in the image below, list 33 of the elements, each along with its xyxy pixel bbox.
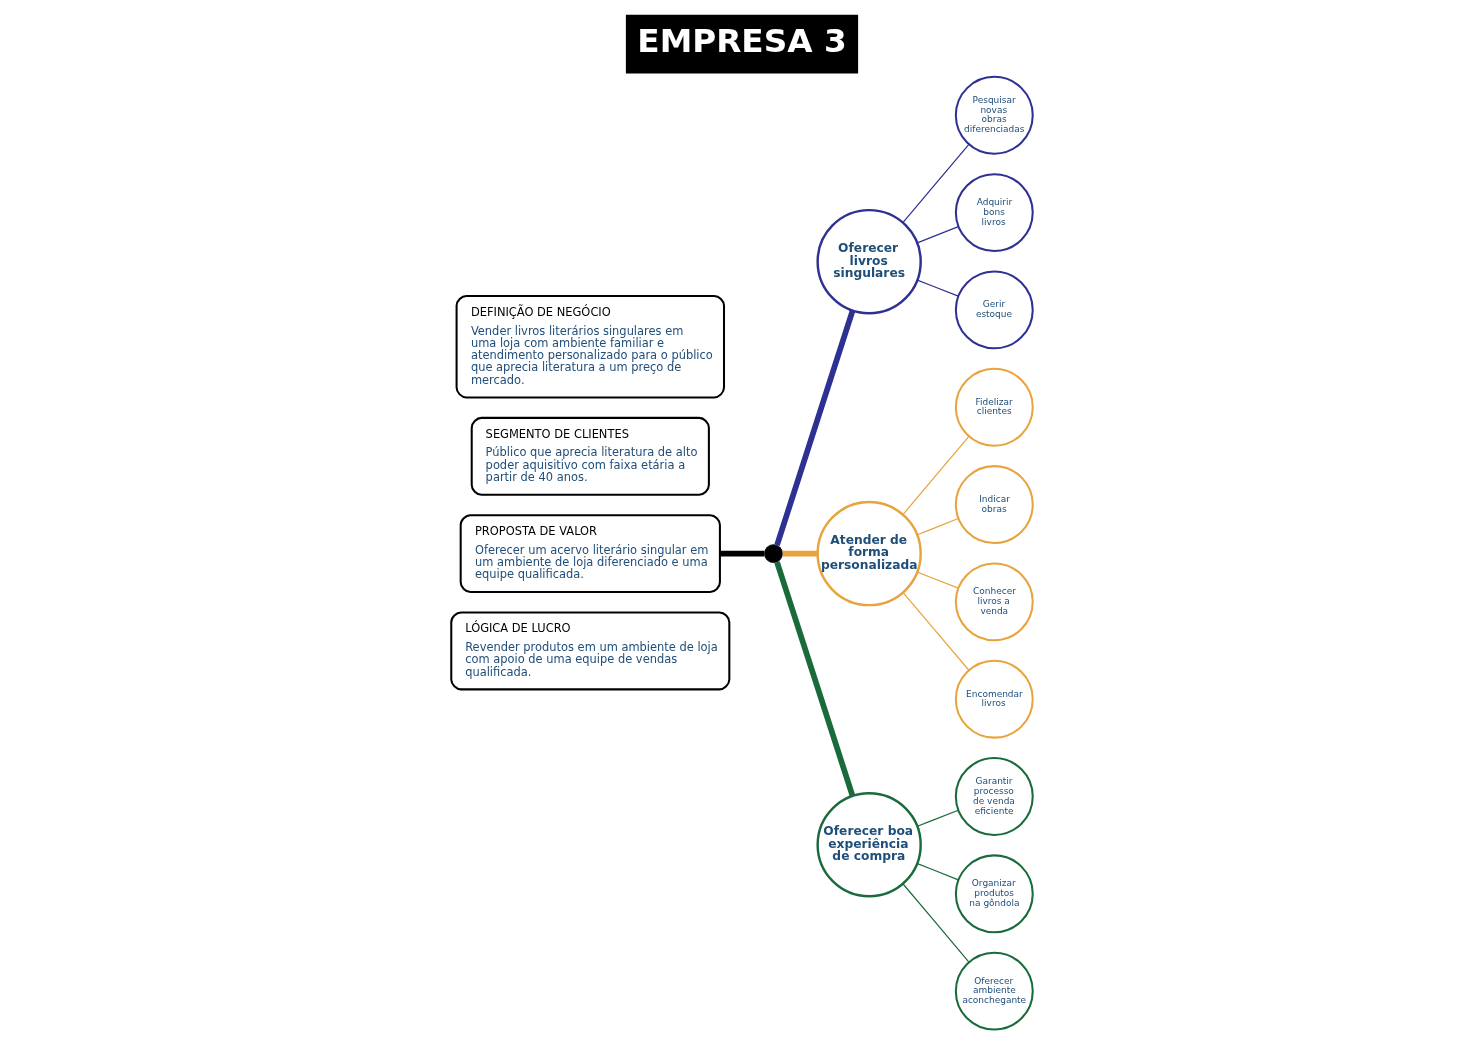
node-circle: Indicar obras bbox=[954, 465, 1034, 544]
connector bbox=[782, 550, 818, 557]
node-circle: Oferecer ambiente aconchegante bbox=[954, 951, 1034, 1031]
node-circle bbox=[764, 544, 783, 564]
diagram-title: EMPRESA 3 bbox=[637, 21, 847, 60]
node-box: LÓGICA DE LUCRO Revender produtos em um ambiente de loja com apoio de uma equipe de vendas qualificada. bbox=[450, 611, 731, 691]
connector bbox=[902, 883, 970, 963]
node-circle: Oferecer livros singulares bbox=[816, 208, 922, 315]
connector bbox=[720, 550, 765, 557]
connector bbox=[774, 561, 856, 797]
connector bbox=[916, 862, 959, 881]
node-circle: Adquirir bons livros bbox=[954, 173, 1034, 253]
node-circle: Organizar produtos na gôndola bbox=[954, 854, 1034, 934]
node-circle: Garantir processo de venda eficiente bbox=[954, 757, 1034, 836]
node-circle: Fidelizar clientes bbox=[954, 367, 1034, 447]
connector bbox=[916, 517, 959, 536]
node-circle: Pesquisar novas obras diferenciadas bbox=[954, 75, 1034, 155]
connector bbox=[774, 309, 856, 547]
connector bbox=[916, 571, 959, 589]
connector bbox=[916, 809, 959, 827]
node-box: SEGMENTO DE CLIENTES Público que aprecia literatura de alto poder aquisitivo com faixa etária a partir de 40 anos. bbox=[470, 416, 710, 496]
node-box: DEFINIÇÃO DE NEGÓCIO Vender livros literários singulares em uma loja com ambiente familiar e atendimento personalizado para o público que aprecia literatura a um preço de mercado. bbox=[455, 295, 726, 399]
node-circle: Atender de forma personalizada bbox=[816, 500, 922, 607]
node-box: PROPOSTA DE VALOR Oferecer um acervo literário singular em um ambiente de loja diferenciado e uma equipe qualificada. bbox=[459, 514, 721, 594]
node-circle: Oferecer boa experiência de compra bbox=[816, 792, 922, 898]
node-circle: Conhecer livros a venda bbox=[954, 562, 1034, 642]
node-circle: Gerir estoque bbox=[954, 270, 1034, 350]
connector bbox=[902, 143, 970, 224]
node-circle: Encomendar livros bbox=[954, 659, 1034, 739]
connector bbox=[916, 279, 959, 297]
connector bbox=[902, 592, 970, 671]
connector bbox=[902, 435, 970, 515]
connector bbox=[916, 225, 959, 244]
